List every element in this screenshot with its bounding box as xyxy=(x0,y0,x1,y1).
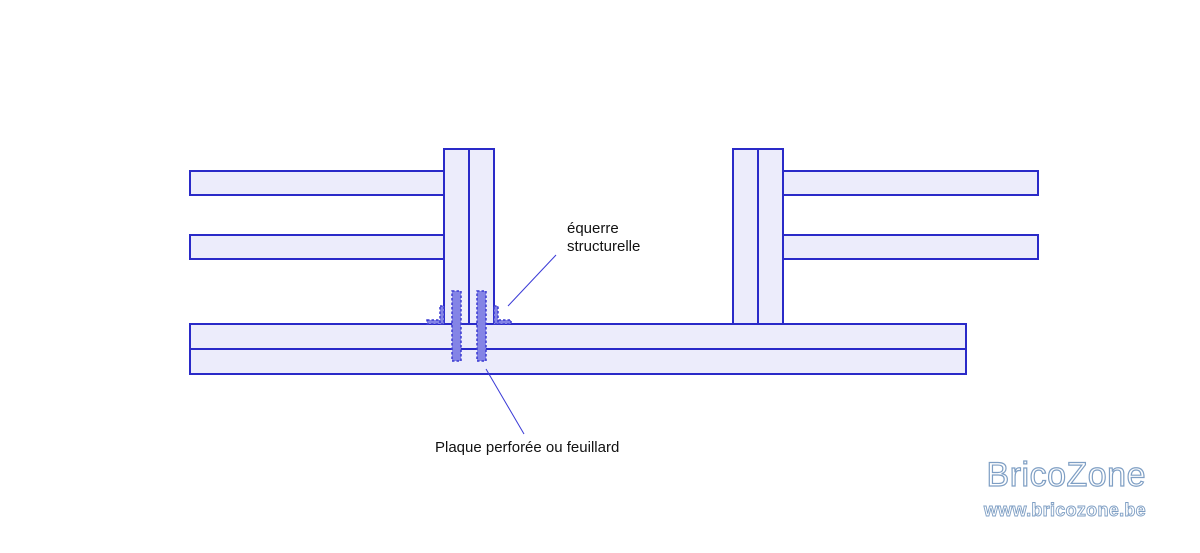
leader-line-plate xyxy=(485,368,525,435)
right-post-a xyxy=(732,148,759,325)
perforated-plate-left xyxy=(451,290,462,362)
bracket-foot-right xyxy=(493,319,512,325)
left-rail-top xyxy=(189,170,445,196)
right-rail-top xyxy=(782,170,1039,196)
right-post-b xyxy=(757,148,784,325)
bracket-label-line-2: structurelle xyxy=(567,238,640,255)
base-plate-top xyxy=(189,323,967,350)
perforated-plate-right xyxy=(476,290,487,362)
leader-line-bracket xyxy=(507,254,557,307)
bracket-label: équerre structurelle xyxy=(567,220,640,255)
watermark-brand: BricoZone xyxy=(987,456,1146,494)
bracket-tab-left xyxy=(439,305,445,325)
bracket-tab-right xyxy=(493,305,499,325)
bracket-label-line-1: équerre xyxy=(567,220,619,237)
plate-label: Plaque perforée ou feuillard xyxy=(435,439,619,456)
right-rail-bottom xyxy=(782,234,1039,260)
structural-bracket xyxy=(426,305,512,325)
base-plate-bottom xyxy=(189,348,967,375)
perforated-plate xyxy=(451,290,487,362)
watermark-url: www.bricozone.be xyxy=(983,500,1146,520)
left-rail-bottom xyxy=(189,234,445,260)
